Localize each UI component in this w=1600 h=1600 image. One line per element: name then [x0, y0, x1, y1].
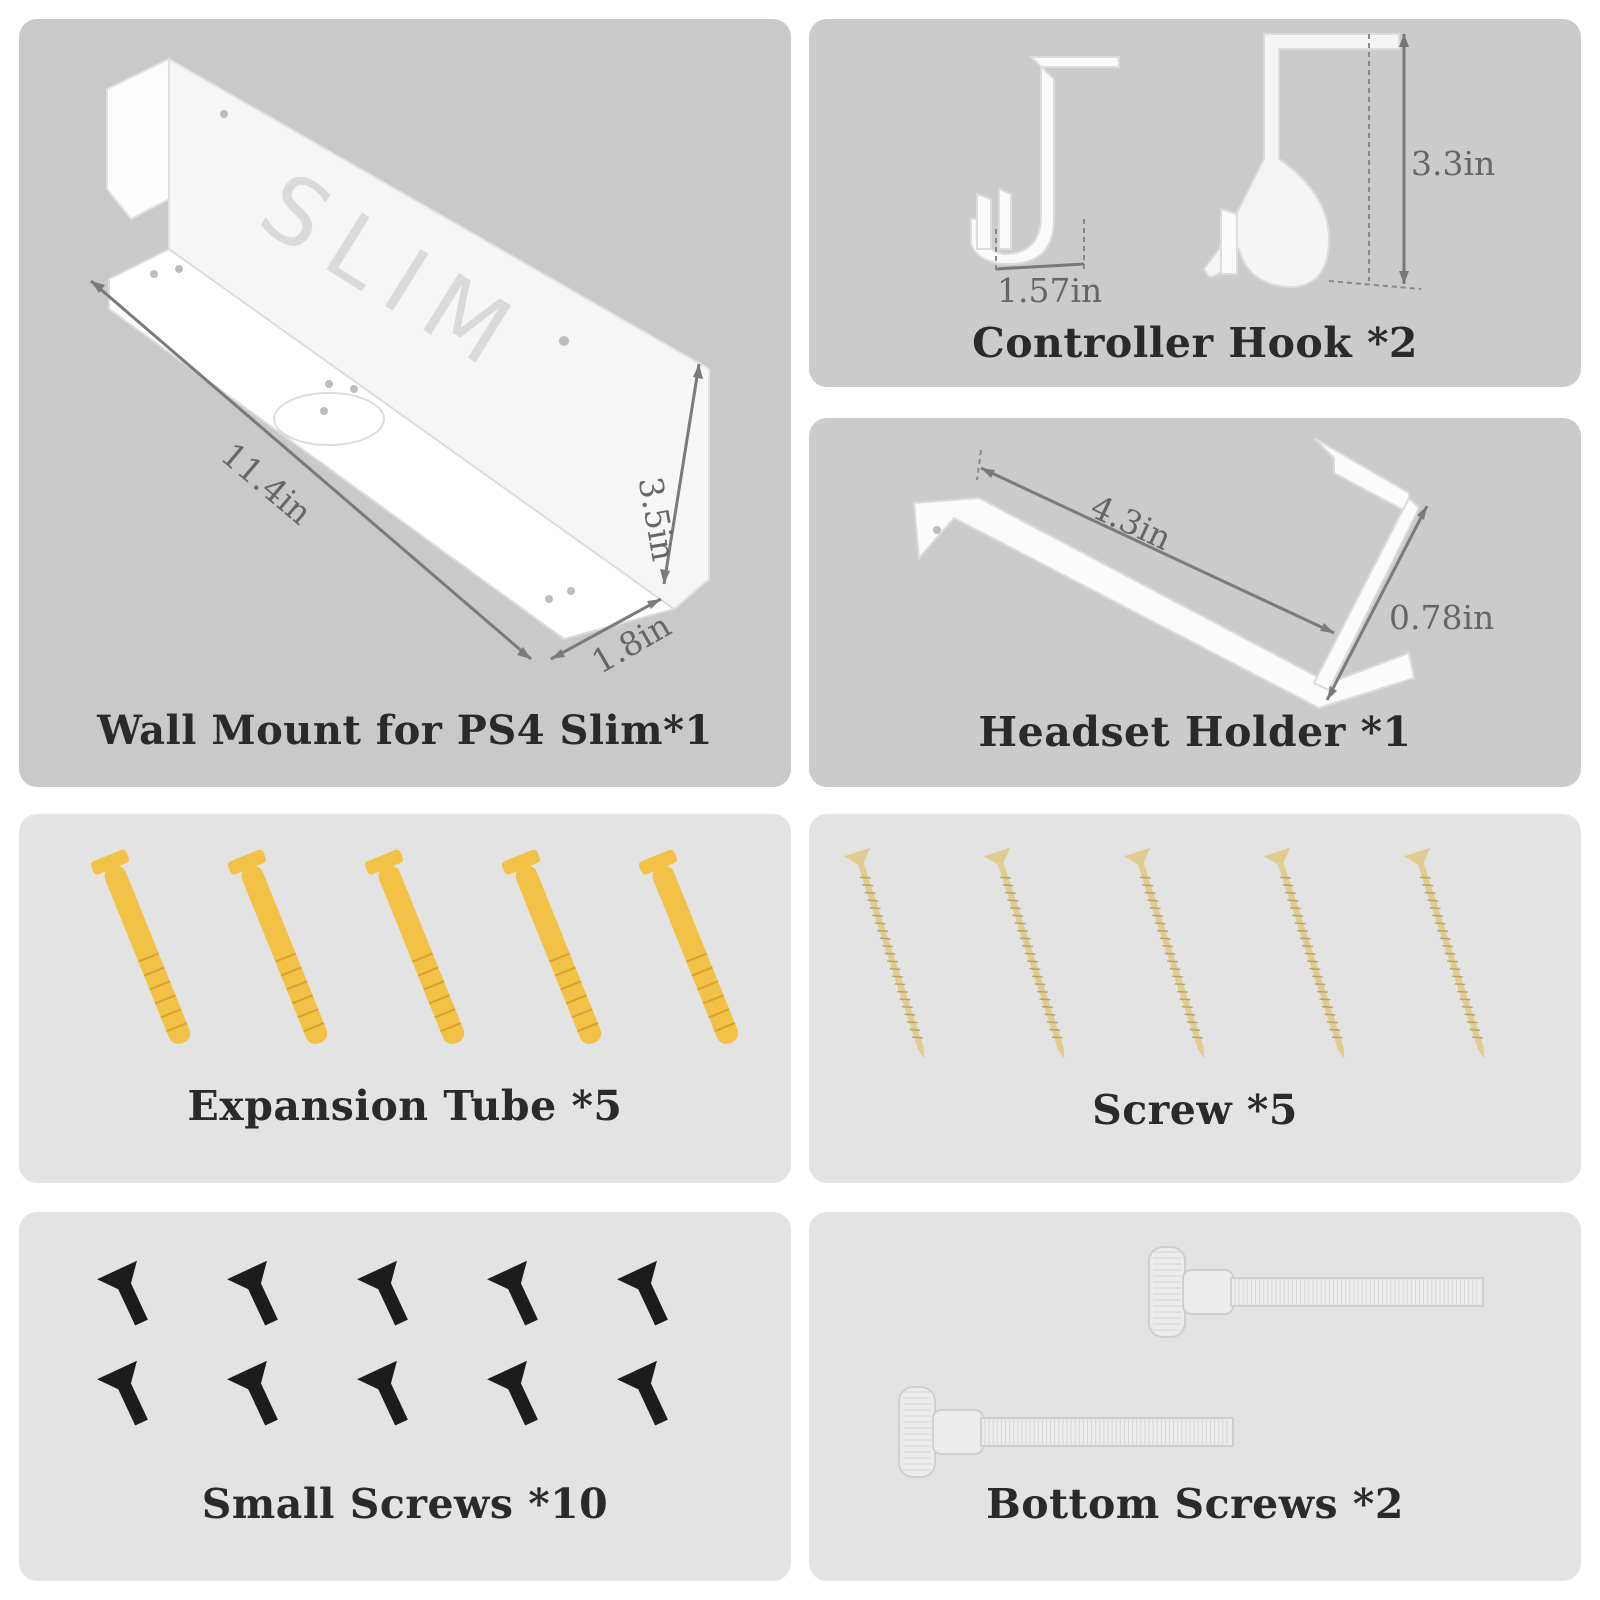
expansion-tube	[364, 849, 465, 1045]
headset-holder-image	[912, 437, 1429, 710]
controller-hook-panel: 1.57in 3.3in Controller Hook *2	[809, 19, 1581, 387]
small-screw	[617, 1360, 668, 1426]
hook-height-label: 3.3in	[1411, 144, 1496, 183]
small-screw	[97, 1260, 148, 1326]
bottom-screws-panel: Bottom Screws *2	[809, 1212, 1581, 1581]
expansion-tubes-image	[90, 849, 739, 1045]
hook-width-label: 1.57in	[997, 271, 1103, 310]
small-screws-panel: Small Screws *10	[19, 1212, 791, 1581]
screw	[843, 847, 925, 1060]
screw-caption: Screw *5	[1092, 1086, 1298, 1134]
small-screw	[487, 1360, 538, 1426]
bottom-screws-caption: Bottom Screws *2	[986, 1480, 1404, 1528]
screws-image	[843, 847, 1485, 1060]
screw-panel: Screw *5	[809, 814, 1581, 1183]
small-screw	[227, 1260, 278, 1326]
small-screws-caption: Small Screws *10	[201, 1480, 609, 1528]
screw	[1263, 847, 1345, 1060]
holder-depth-label: 0.78in	[1389, 598, 1495, 637]
thumb-screw	[1148, 1246, 1484, 1338]
small-screw	[357, 1260, 408, 1326]
small-screw	[97, 1360, 148, 1426]
small-screws-image	[97, 1260, 668, 1426]
expansion-tube	[501, 849, 602, 1045]
bottom-screws-image	[898, 1246, 1484, 1478]
wall-mount-panel: SLIM 11.4in 3.5in 1.8in Wall Mount for P…	[19, 19, 791, 787]
expansion-tube	[227, 849, 328, 1045]
controller-hook-caption: Controller Hook *2	[972, 319, 1418, 367]
small-screw	[487, 1260, 538, 1326]
expansion-tube	[90, 849, 191, 1045]
headset-holder-caption: Headset Holder *1	[978, 708, 1412, 756]
screw	[1123, 847, 1205, 1060]
small-screw	[357, 1360, 408, 1426]
expansion-tube	[638, 849, 739, 1045]
thumb-screw	[898, 1386, 1234, 1478]
expansion-tube-caption: Expansion Tube *5	[187, 1082, 623, 1130]
controller-hook-image	[970, 33, 1422, 290]
wall-mount-image: SLIM	[90, 57, 710, 661]
expansion-tube-panel: Expansion Tube *5	[19, 814, 791, 1183]
screw	[1403, 847, 1485, 1060]
screw	[983, 847, 1065, 1060]
small-screw	[227, 1360, 278, 1426]
small-screw	[617, 1260, 668, 1326]
wall-mount-caption: Wall Mount for PS4 Slim*1	[97, 707, 713, 754]
headset-holder-panel: 4.3in 0.78in Headset Holder *1	[809, 418, 1581, 787]
